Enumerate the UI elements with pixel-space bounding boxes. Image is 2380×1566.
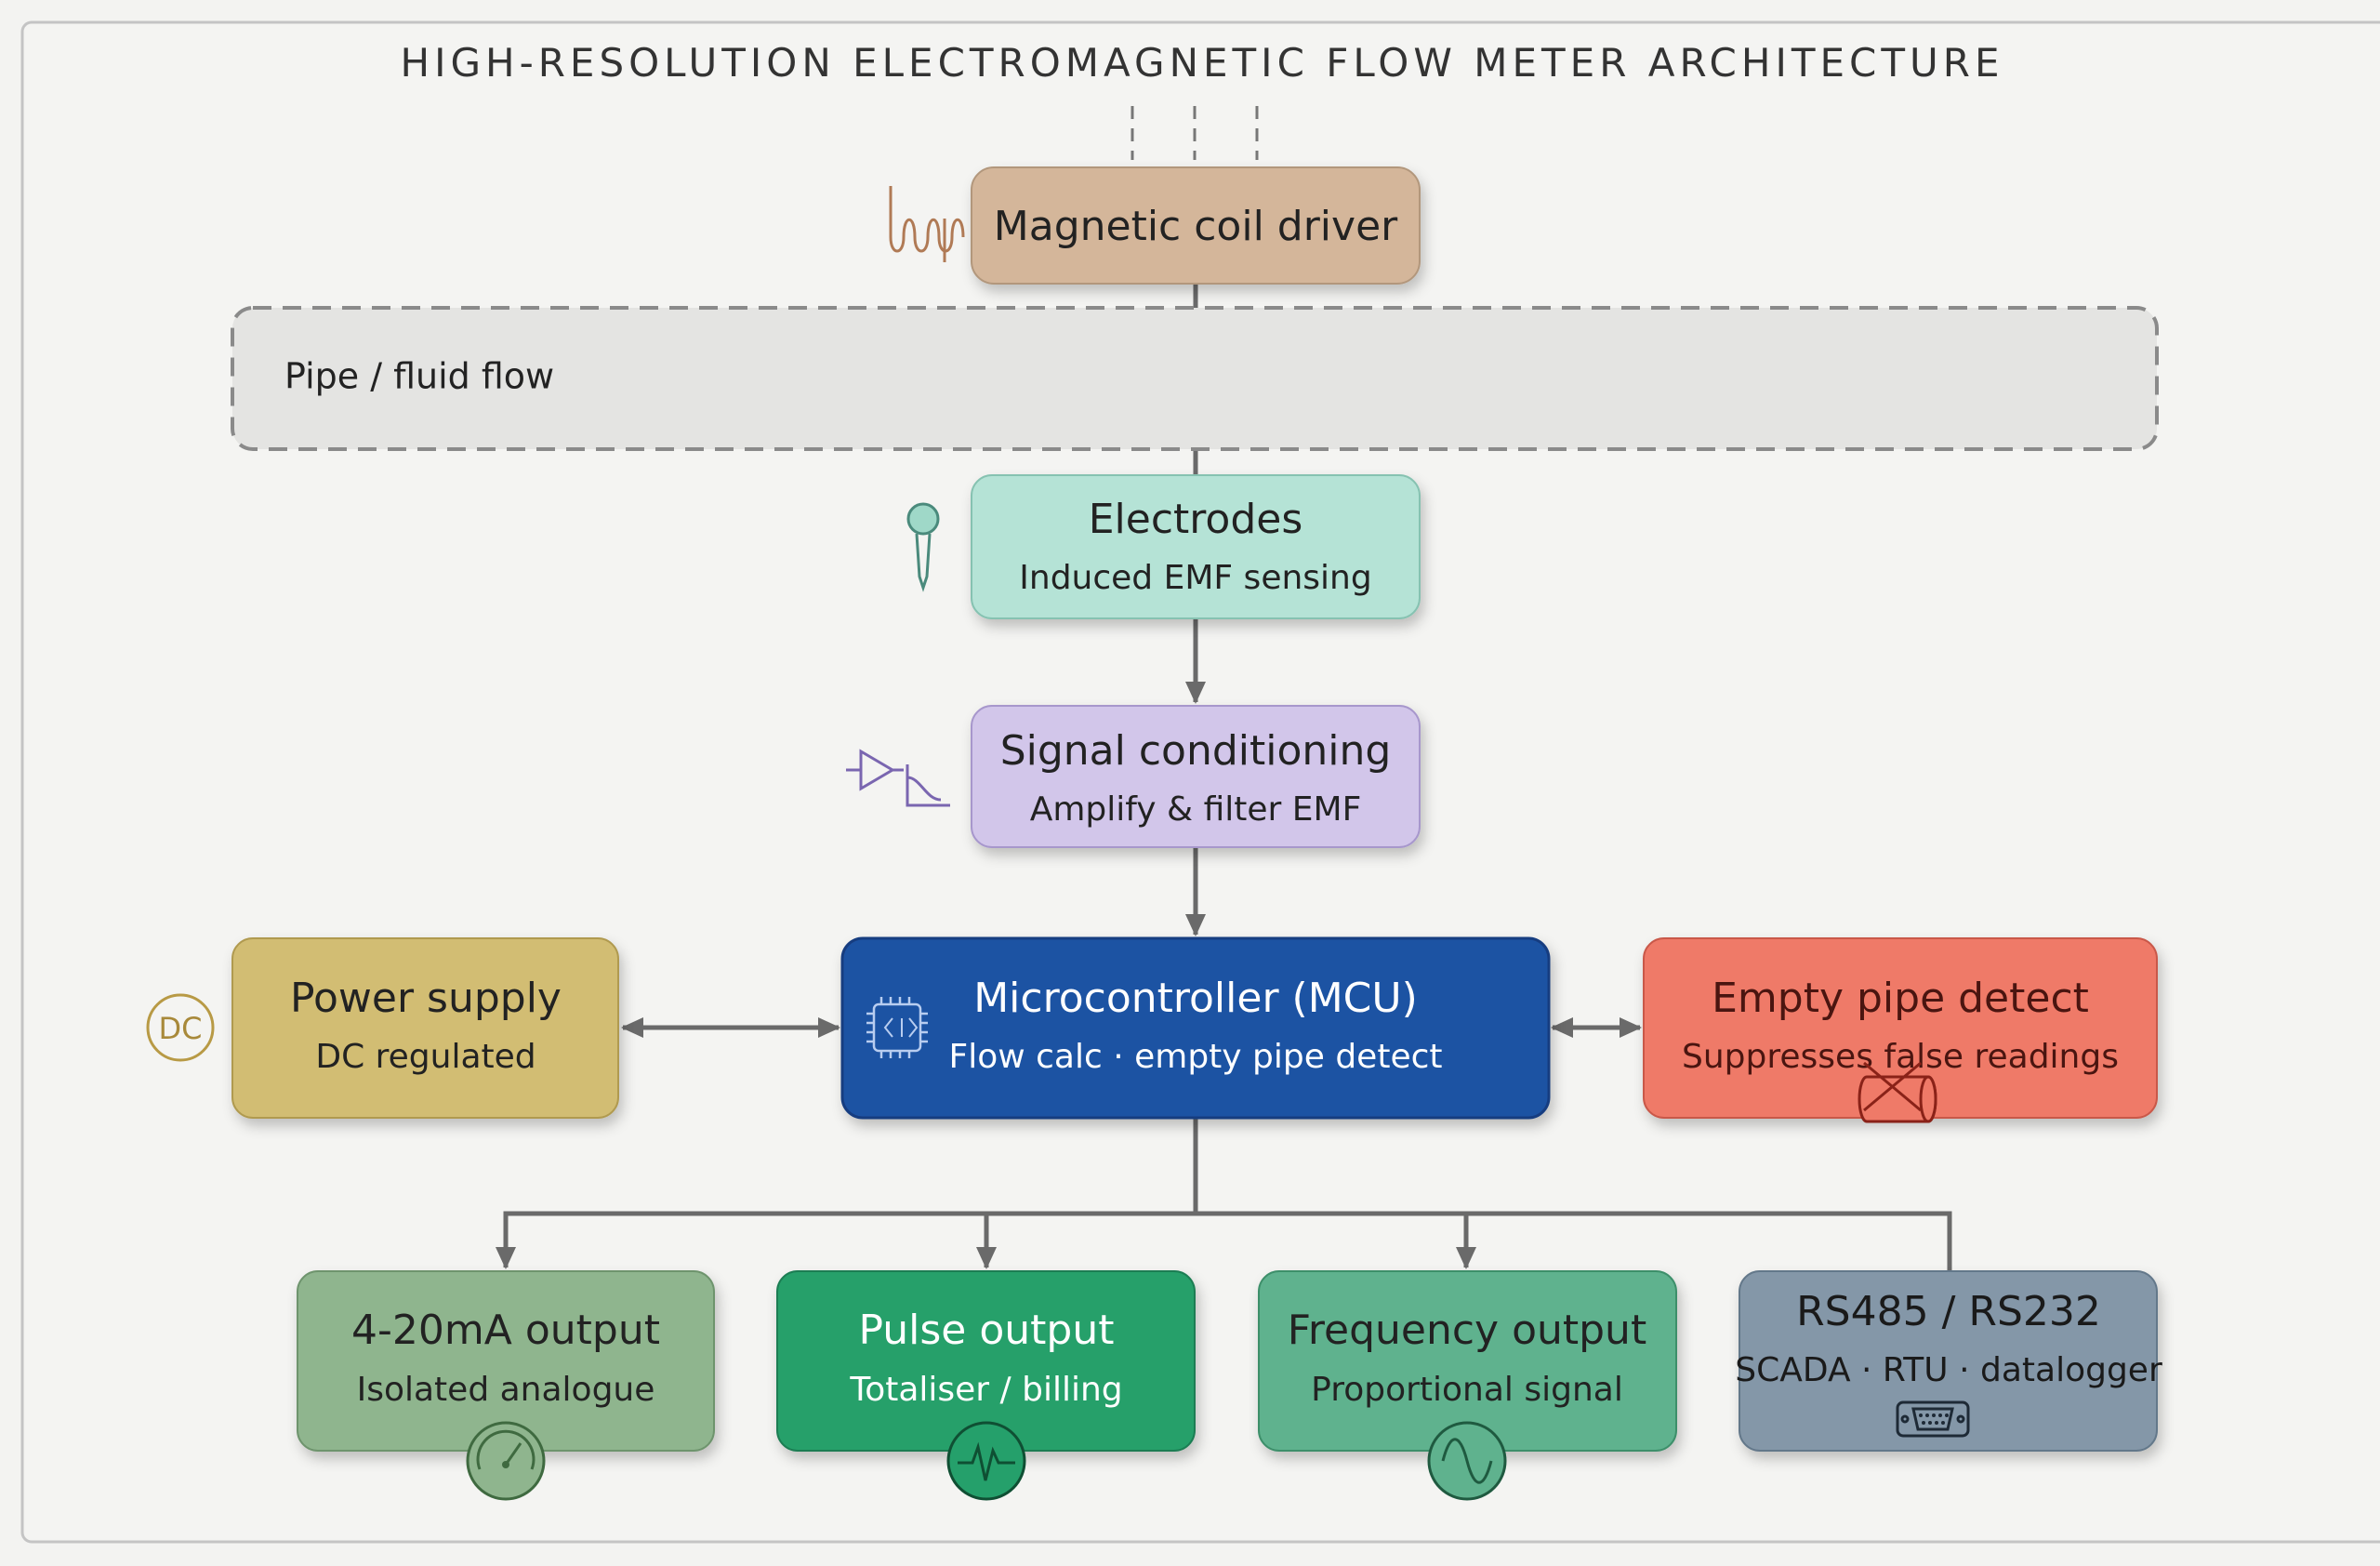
node-magnetic-coil-driver: Magnetic coil driver [889,166,1421,285]
node-subtitle: SCADA · RTU · datalogger [1735,1351,2162,1389]
node-title: Frequency output [1288,1307,1646,1354]
node-subtitle: Proportional signal [1311,1371,1623,1409]
node-output-serial: RS485 / RS232 SCADA · RTU · datalogger [1735,1270,2162,1452]
node-title: Pipe / fluid flow [284,356,554,397]
sine-wave-icon [1427,1421,1507,1501]
node-title: RS485 / RS232 [1796,1288,2101,1335]
node-title: Pulse output [859,1307,1115,1354]
node-subtitle: Isolated analogue [357,1371,655,1409]
node-microcontroller: Microcontroller (MCU) Flow calc · empty … [840,936,1551,1120]
node-subtitle: Induced EMF sensing [1019,559,1371,597]
node-title: Electrodes [1089,496,1303,543]
node-output-4-20ma: 4-20mA output Isolated analogue [297,1270,715,1501]
node-output-frequency: Frequency output Proportional signal [1258,1270,1677,1501]
connectors [496,284,1952,1271]
node-title: Power supply [290,975,562,1022]
node-title: Empty pipe detect [1712,975,2089,1022]
node-empty-pipe-detect: Empty pipe detect Suppresses false readi… [1643,937,2158,1123]
pulse-icon [946,1421,1026,1501]
node-electrodes: Electrodes Induced EMF sensing [906,474,1421,619]
node-output-pulse: Pulse output Totaliser / billing [776,1270,1196,1501]
serial-port-icon [1896,1400,1970,1438]
node-subtitle: Suppresses false readings [1682,1038,2119,1076]
node-subtitle: DC regulated [315,1038,536,1076]
gauge-icon [466,1421,546,1501]
node-power-supply: Power supply DC regulated DC [146,937,619,1119]
diagram-title: HIGH-RESOLUTION ELECTROMAGNETIC FLOW MET… [400,40,2003,86]
node-subtitle: Totaliser / billing [849,1371,1122,1409]
node-pipe-fluid-flow: Pipe / fluid flow [231,306,2159,451]
coil-icon [889,186,965,262]
node-title: Microcontroller (MCU) [973,975,1418,1022]
node-signal-conditioning: Signal conditioning Amplify & filter EMF [846,705,1421,848]
electrode-probe-icon [906,502,940,592]
node-title: Magnetic coil driver [994,203,1398,250]
empty-pipe-icon [1858,1061,1937,1123]
node-subtitle: Flow calc · empty pipe detect [949,1038,1443,1076]
node-subtitle: Amplify & filter EMF [1030,790,1362,829]
node-title: Signal conditioning [1000,727,1392,775]
dc-icon: DC [146,993,215,1062]
amplifier-filter-icon [846,749,950,807]
chip-icon [866,997,928,1058]
magnetic-field-lines [1130,106,1259,160]
svg-text:DC: DC [159,1011,203,1046]
node-title: 4-20mA output [351,1307,660,1354]
